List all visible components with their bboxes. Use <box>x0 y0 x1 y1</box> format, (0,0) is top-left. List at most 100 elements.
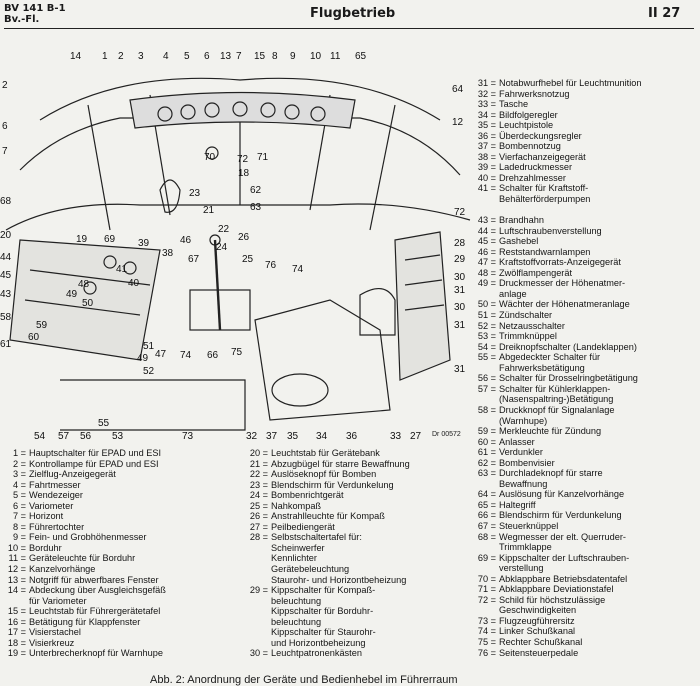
legend-text: Abgedeckter Schalter für <box>499 352 601 363</box>
legend-entry: 52 =Netzausschalter <box>474 321 698 332</box>
callout-number: 27 <box>410 431 422 442</box>
callout-number: 43 <box>0 289 12 300</box>
legend-number: 75 = <box>477 636 496 647</box>
legend-entry: 10 =Borduhr <box>4 543 240 554</box>
legend-text: Linker Schußkanal <box>499 626 576 637</box>
legend-entry: 51 =Zündschalter <box>474 310 698 321</box>
callout-number: 21 <box>203 205 215 216</box>
legend-entry: 4 =Fahrtmesser <box>4 480 240 491</box>
legend-number: 39 = <box>477 162 496 173</box>
legend-number: 54 = <box>477 341 496 352</box>
legend-entry: 33 =Tasche <box>474 99 698 110</box>
legend-number: 66 = <box>477 510 496 521</box>
legend-continuation: Kennlichter <box>271 553 317 564</box>
legend-entry: 37 =Bombennotzug <box>474 141 698 152</box>
legend-text: Verdunkler <box>499 447 543 458</box>
legend-number: 68 = <box>477 531 496 542</box>
callout-number: 46 <box>180 235 192 246</box>
legend-number: 62 = <box>477 457 496 468</box>
legend-text: Seitensteuerpedale <box>499 647 579 658</box>
callout-number: 60 <box>28 332 40 343</box>
legend-number: 1 = <box>12 448 26 458</box>
legend-number: 24 = <box>249 490 268 501</box>
legend-entry: 3 =Zielflug-Anzeigegerät <box>4 469 240 480</box>
callout-number: 13 <box>220 51 232 62</box>
legend-entry: 68 =Wegmesser der elt. Querruder- <box>474 532 698 543</box>
legend-continuation: Trimmklappe <box>499 542 552 553</box>
legend-continuation: Gerätebeleuchtung <box>271 564 350 575</box>
callout-number: 52 <box>143 366 155 377</box>
drawing-number: Dr 00572 <box>432 431 461 438</box>
legend-number: 45 = <box>477 236 496 247</box>
legend-entry: 65 =Haltegriff <box>474 500 698 511</box>
legend-continuation: beleuchtung <box>271 616 322 627</box>
callout-number: 48 <box>78 279 90 290</box>
legend-text: Drehzahlmesser <box>499 172 566 183</box>
legend-number: 47 = <box>477 257 496 268</box>
legend-entry: 49 =Druckmesser der Höhenatmer- <box>474 278 698 289</box>
legend-number: 8 = <box>12 521 26 532</box>
callout-number: 62 <box>250 185 262 196</box>
legend-number: 14 = <box>7 585 26 596</box>
legend-entry: 27 =Peilbediengerät <box>246 522 478 533</box>
callout-number: 44 <box>0 252 12 263</box>
legend-text: Flugzeugführersitz <box>499 615 575 626</box>
legend-text: Peilbediengerät <box>271 521 335 532</box>
legend-continuation: Kippschalter für Staurohr- <box>271 627 376 638</box>
legend-entry: 72 =Schild für höchstzulässige <box>474 595 698 606</box>
legend-number: 37 = <box>477 141 496 152</box>
legend-number: 5 = <box>12 490 26 501</box>
callout-number: 72 <box>237 154 249 165</box>
callout-number: 40 <box>128 278 140 289</box>
legend-continuation: Scheinwerfer <box>271 542 325 553</box>
legend-entry: 57 =Schalter für Kühlerklappen- <box>474 384 698 395</box>
legend-entry: 28 =Selbstschaltertafel für: <box>246 532 478 543</box>
callout-number: 20 <box>0 230 12 241</box>
legend-entry: 76 =Seitensteuerpedale <box>474 648 698 659</box>
callout-number: 39 <box>138 238 150 249</box>
legend-text: Leuchtpistole <box>499 120 554 131</box>
callout-number: 9 <box>290 51 296 62</box>
legend-number: 17 = <box>7 627 26 638</box>
legend-entry: 12 =Kanzelvorhänge <box>4 564 240 575</box>
legend-number: 70 = <box>477 573 496 584</box>
legend-continuation: beleuchtung <box>271 595 322 606</box>
legend-entry: 43 =Brandhahn <box>474 215 698 226</box>
callout-number: 26 <box>238 232 250 243</box>
legend-entry: 9 =Fein- und Grobhöhenmesser <box>4 532 240 543</box>
legend-text: Bildfolgeregler <box>499 109 558 120</box>
legend-entry: 62 =Bombenvisier <box>474 458 698 469</box>
callout-number: 12 <box>452 117 464 128</box>
legend-text: Überdeckungsregler <box>499 130 582 141</box>
callout-number: 35 <box>287 431 299 442</box>
legend-entry: 36 =Überdeckungsregler <box>474 131 698 142</box>
legend-entry: 70 =Abklappbare Betriebsdatentafel <box>474 574 698 585</box>
legend-number: 64 = <box>477 489 496 500</box>
legend-text: Nahkompaß <box>271 500 322 511</box>
legend-text: Leuchtpatronenkästen <box>271 648 362 659</box>
legend-text: Bombenvisier <box>499 457 555 468</box>
legend-number: 63 = <box>477 468 496 479</box>
legend-text: Wendezeiger <box>29 490 83 501</box>
legend-text: Gashebel <box>499 236 539 247</box>
legend-number: 71 = <box>477 584 496 595</box>
callout-number: 64 <box>452 84 464 95</box>
legend-text: Fahrwerksnotzug <box>499 88 570 99</box>
legend-number: 73 = <box>477 615 496 626</box>
callout-number: 53 <box>112 431 124 442</box>
legend-entry: 54 =Dreiknopfschalter (Landeklappen) <box>474 342 698 353</box>
callout-number: 31 <box>454 364 466 375</box>
callout-number: 10 <box>310 51 322 62</box>
legend-entry: 41 =Schalter für Kraftstoff- <box>474 183 698 194</box>
legend-entry: 63 =Durchladeknopf für starre <box>474 468 698 479</box>
legend-entry: 66 =Blendschirm für Verdunkelung <box>474 510 698 521</box>
legend-text: Tasche <box>499 99 529 110</box>
callout-number: 29 <box>454 254 466 265</box>
legend-entry: 45 =Gashebel <box>474 236 698 247</box>
legend-text: Kippschalter der Luftschrauben- <box>499 552 630 563</box>
legend-continuation: Staurohr- und Horizontbeheizung <box>271 574 407 585</box>
legend-entry: 1 =Hauptschalter für EPAD und ESI <box>4 448 240 459</box>
